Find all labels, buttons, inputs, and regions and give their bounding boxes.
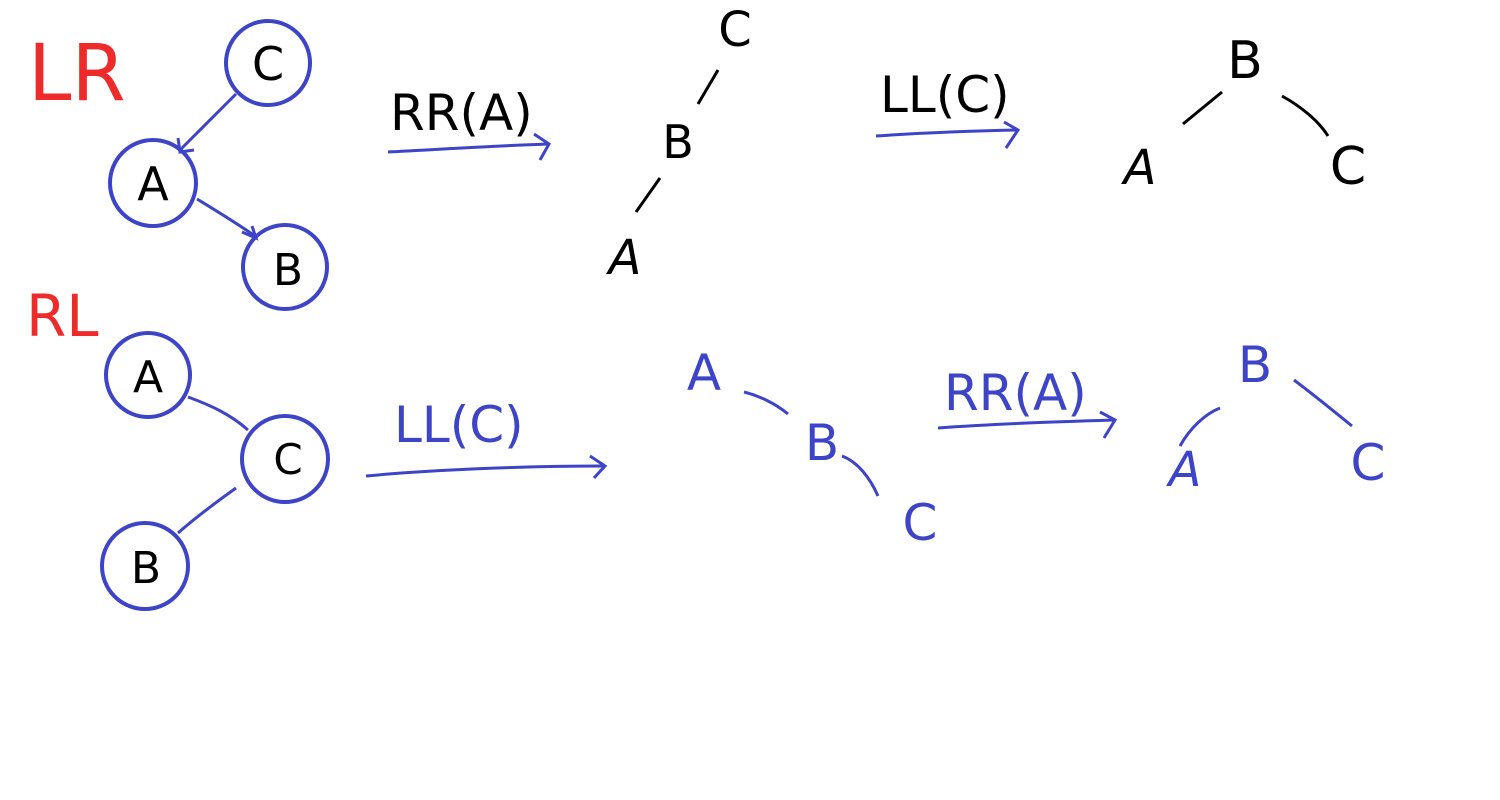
rl-result-label-a: A (1166, 442, 1202, 498)
lr-start-arrowhead-b (241, 225, 259, 241)
rl-step2-label: RR(A) (944, 364, 1087, 422)
rl-mid-label-c: C (903, 494, 938, 552)
lr-mid-label-c: C (718, 2, 752, 58)
rl-start-node-a (104, 331, 192, 419)
lr-start-edge-a-b (196, 197, 256, 238)
lr-start-label-a: A (137, 157, 169, 211)
rl-start-node-c (240, 414, 330, 504)
rl-result-label-c: C (1351, 434, 1386, 492)
rl-mid-label-a: A (687, 344, 721, 402)
rl-start-label-c: C (273, 435, 302, 484)
lr-result-edge-b-c (1281, 94, 1330, 137)
rl-mid-edge-b-c (841, 454, 880, 497)
rl-start-edge-c-b (177, 486, 237, 535)
rl-start-node-b (100, 521, 190, 611)
rl-start-tree (100, 331, 330, 611)
lr-start-label-b: B (273, 245, 303, 296)
lr-start-node-b (241, 223, 329, 311)
lr-start-node-a (108, 138, 198, 228)
lr-mid-edge-c-b (696, 69, 720, 105)
rl-step2-arrow (937, 410, 1118, 439)
lr-mid-label-a: A (606, 230, 642, 286)
lr-result-label-a: A (1121, 140, 1157, 196)
lr-mid-edge-b-a (634, 177, 662, 213)
lr-step1-label: RR(A) (390, 84, 533, 142)
rl-result-edge-b-a (1178, 406, 1221, 447)
rl-step1-arrow (365, 454, 608, 480)
lr-case-label: LR (28, 29, 126, 119)
lr-start-arrowhead-a (176, 137, 195, 154)
rl-mid-label-b: B (805, 414, 839, 472)
rl-step1-label: LL(C) (394, 396, 524, 454)
lr-result-edge-b-a (1182, 90, 1223, 126)
lr-start-tree (108, 19, 329, 311)
rl-start-label-b: B (131, 543, 161, 594)
lr-result-label-b: B (1227, 31, 1263, 91)
lr-mid-label-b: B (662, 115, 694, 169)
rl-case-label: RL (26, 282, 99, 350)
lr-step2-label: LL(C) (880, 66, 1010, 124)
lr-result-label-c: C (1330, 137, 1366, 197)
lr-step1-arrow (387, 132, 551, 161)
lr-start-edge-c-a (178, 92, 238, 152)
lr-step2-arrow (875, 120, 1021, 149)
rl-start-edge-a-c (187, 395, 249, 432)
rl-result-label-b: B (1238, 336, 1272, 394)
rl-mid-edge-a-b (743, 390, 789, 416)
lr-start-node-c (224, 19, 312, 107)
rl-result-edge-b-c (1293, 378, 1353, 428)
rl-start-label-a: A (133, 352, 163, 403)
lr-start-label-c: C (252, 37, 284, 91)
